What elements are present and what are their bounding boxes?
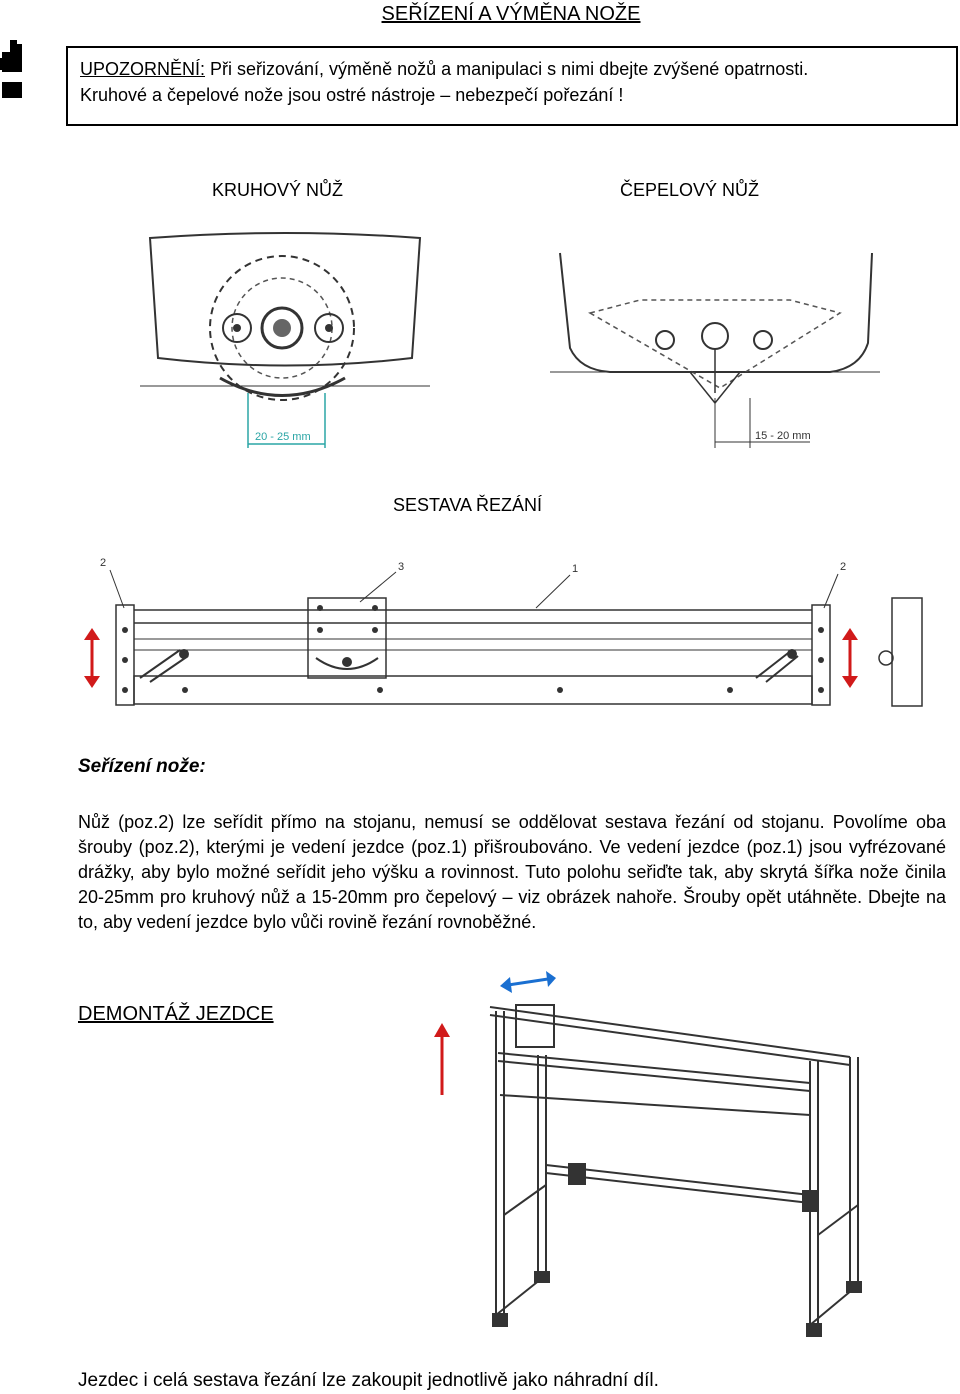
callout-pos3: 3 bbox=[398, 561, 404, 573]
round-knife-caption: KRUHOVÝ NŮŽ bbox=[212, 180, 344, 200]
lift-arrow-icon bbox=[434, 1023, 450, 1095]
round-knife-drawing: 20 - 25 mm bbox=[140, 232, 430, 448]
slide-arrow-icon bbox=[500, 971, 556, 993]
footer-note: Jezdec i celá sestava řezání lze zakoupi… bbox=[78, 1370, 659, 1391]
dismount-heading: DEMONTÁŽ JEZDCE bbox=[78, 1003, 274, 1025]
blade-knife-caption: ČEPELOVÝ NŮŽ bbox=[620, 180, 760, 200]
page-title: SEŘÍZENÍ A VÝMĚNA NOŽE bbox=[381, 3, 641, 25]
height-arrow-left-icon bbox=[84, 628, 100, 688]
blade-dim-label: 15 - 20 mm bbox=[755, 430, 811, 442]
callout-pos2-right: 2 bbox=[840, 561, 846, 573]
adjust-paragraph: Nůž (poz.2) lze seřídit přímo na stojanu… bbox=[78, 812, 946, 932]
adjust-heading: Seřízení nože: bbox=[78, 756, 206, 777]
assembly-caption: SESTAVA ŘEZÁNÍ bbox=[393, 495, 543, 515]
warning-line2: Kruhové a čepelové nože jsou ostré nástr… bbox=[80, 85, 624, 105]
height-arrow-right-icon bbox=[842, 628, 858, 688]
cutting-assembly-drawing: 2 3 1 2 bbox=[84, 557, 923, 707]
stand-drawing bbox=[434, 971, 862, 1337]
callout-pos1: 1 bbox=[572, 563, 578, 575]
warning-box: UPOZORNĚNÍ: Při seřizování, výměně nožů … bbox=[66, 46, 958, 126]
blade-knife-drawing: 15 - 20 mm bbox=[550, 252, 880, 448]
callout-pos2-left: 2 bbox=[100, 557, 106, 569]
warning-hand-icon bbox=[0, 40, 22, 98]
warning-line1: Při seřizování, výměně nožů a manipulaci… bbox=[205, 59, 809, 79]
warning-label: UPOZORNĚNÍ: bbox=[80, 59, 206, 79]
round-dim-label: 20 - 25 mm bbox=[255, 431, 311, 443]
